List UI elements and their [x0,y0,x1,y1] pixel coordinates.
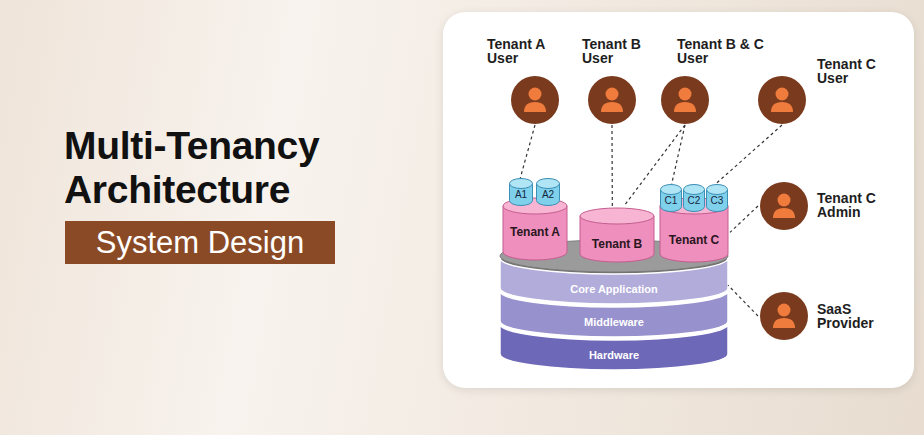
user-node: SaaS Provider [758,291,888,341]
user-icon-body [601,102,623,112]
node-label: A2 [536,188,560,202]
node-label: Tenant B [578,237,656,251]
tenant-sub-database: C3 [706,184,728,212]
node-label: Tenant B User [582,37,644,65]
user-icon-body [773,208,795,218]
user-node: Tenant B User [580,37,644,125]
node-label: A1 [509,188,533,202]
layer-band [500,324,728,370]
dashed-connector [730,206,758,232]
user-icon-head [778,194,791,207]
subtitle-text: System Design [96,225,304,261]
dashed-connector [624,125,685,206]
user-icon-circle [661,76,709,124]
node-label: Tenant C User [817,57,886,85]
dashed-connector [672,125,685,184]
node-label: Core Application [500,282,728,296]
node-label: Tenant A [500,225,570,239]
dashed-connector [611,125,613,206]
user-icon-body [674,102,696,112]
cylinder-top [707,185,728,195]
dashed-connector [728,285,758,316]
layer-band [500,258,728,304]
node-label: Tenant B & C User [677,37,775,65]
node-label: C2 [683,194,705,208]
user-node: Tenant C User [756,57,886,125]
subtitle-badge: System Design [65,221,335,264]
tenant-database: Tenant A A1A2 [500,178,570,262]
user-node: Tenant A User [485,37,565,125]
cylinder-top [661,185,682,195]
page-title: Multi-Tenancy Architecture [64,124,394,212]
user-icon-circle [760,182,808,230]
cylinder-top [684,185,705,195]
user-icon-head [776,88,789,101]
node-label: C3 [706,194,728,208]
user-icon-head [529,88,542,101]
user-icon-head [679,88,692,101]
user-icon-circle [760,292,808,340]
node-label: Tenant A User [487,37,559,65]
tenant-database: Tenant C C1C2C3 [658,184,730,262]
node-shape [500,258,728,304]
user-node: Tenant B & C User [660,37,775,125]
platform-layer: Core Application [500,258,728,304]
user-icon-circle [511,76,559,124]
tenant-database: Tenant B [578,206,656,262]
user-icon-head [778,304,791,317]
tenant-sub-database: C2 [683,184,705,212]
node-shape [578,206,656,262]
layer-band [500,291,728,337]
user-icon-circle [588,76,636,124]
dashed-connector [716,125,782,184]
user-icon-head [606,88,619,101]
user-node: Tenant C Admin [758,181,888,231]
node-label: Hardware [500,348,728,362]
cylinder-top [537,179,560,189]
tenant-sub-database: A2 [536,178,560,206]
cylinder-top [510,179,533,189]
node-label: Middleware [500,315,728,329]
user-icon-body [771,102,793,112]
tenant-sub-database: A1 [509,178,533,206]
node-label: C1 [660,194,682,208]
cylinder-top [580,208,654,224]
user-icon-body [524,102,546,112]
tenant-sub-database: C1 [660,184,682,212]
dashed-connector [520,125,535,178]
node-label: SaaS Provider [817,302,883,330]
node-label: Tenant C Admin [817,191,889,219]
user-icon-body [773,318,795,328]
node-label: Tenant C [658,233,730,247]
user-icon-circle [758,76,806,124]
